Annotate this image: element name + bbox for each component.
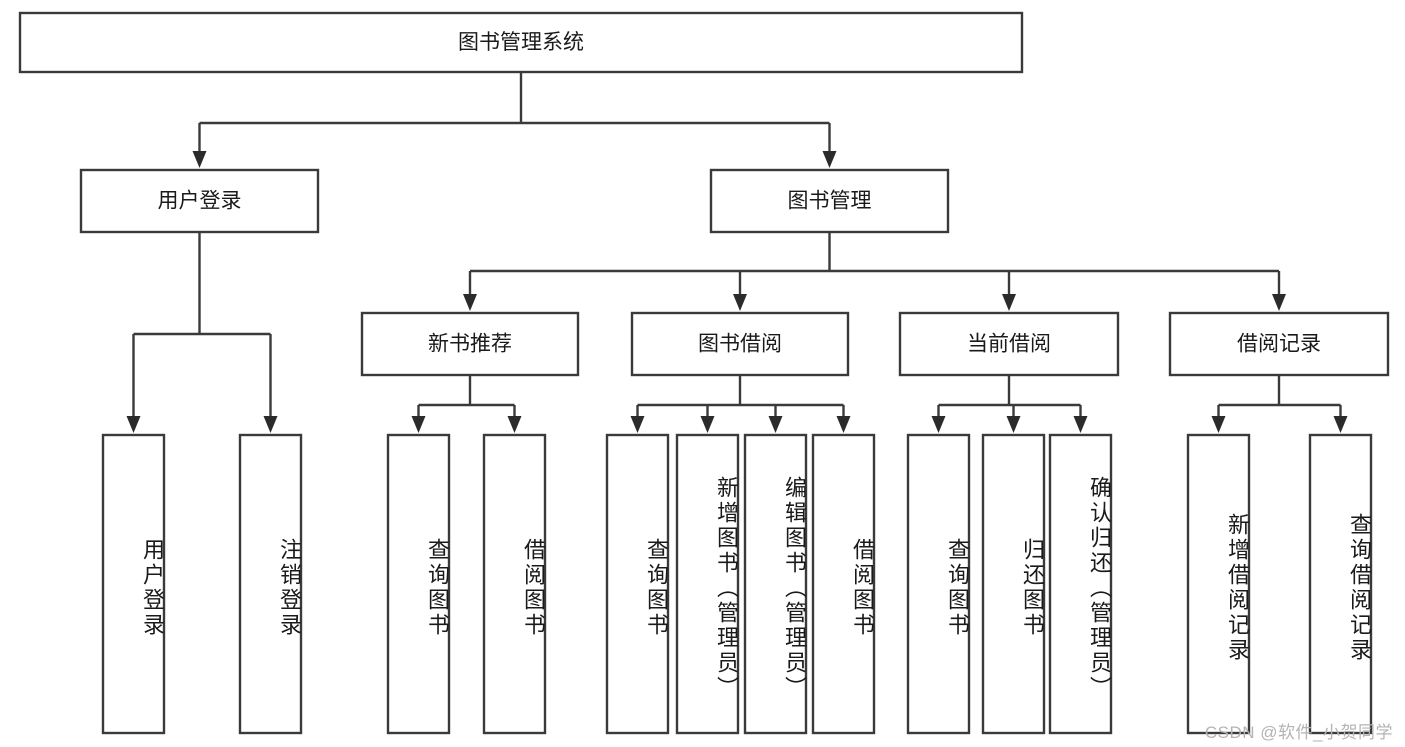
node-current-borrow[interactable] xyxy=(898,311,1120,377)
arrow-head-icon-book-borrow xyxy=(733,294,747,311)
arrow-head-icon-book-manage xyxy=(822,151,837,168)
arrow-head-icon-current-borrow xyxy=(1002,294,1016,311)
node-label-book-borrow: 图书借阅 xyxy=(698,333,782,356)
node-leaf-user-login[interactable] xyxy=(101,433,166,735)
node-leaf-borrow-book-2[interactable] xyxy=(811,433,876,735)
node-label-current-borrow: 当前借阅 xyxy=(967,333,1051,356)
node-label-book-manage: 图书管理 xyxy=(788,190,872,213)
node-borrow-record[interactable] xyxy=(1168,311,1390,377)
arrow-head-icon-leaf-user-logout xyxy=(263,416,278,433)
arrow-head-icon-borrow-record xyxy=(1272,294,1286,311)
node-label-borrow-record: 借阅记录 xyxy=(1237,333,1321,356)
node-label-root: 图书管理系统 xyxy=(458,31,584,54)
node-book-borrow[interactable] xyxy=(630,311,850,377)
boxes-layer xyxy=(18,11,1390,735)
arrow-head-icon-leaf-borrow-book-2 xyxy=(836,416,851,433)
node-user-login[interactable] xyxy=(79,168,320,234)
arrow-head-icon-leaf-user-login xyxy=(126,416,141,433)
node-leaf-add-record[interactable] xyxy=(1186,433,1251,735)
arrow-head-icon-leaf-return-book xyxy=(1006,416,1021,433)
arrow-head-icon-new-book-recommend xyxy=(463,294,477,311)
node-leaf-user-logout[interactable] xyxy=(238,433,303,735)
arrow-head-icon-leaf-confirm-return xyxy=(1073,416,1088,433)
connectors-layer xyxy=(126,72,1348,433)
arrow-head-icon-leaf-add-book xyxy=(700,416,715,433)
node-root[interactable] xyxy=(18,11,1024,74)
arrow-head-icon-leaf-query-book-1 xyxy=(411,416,426,433)
node-leaf-edit-book[interactable] xyxy=(743,433,808,735)
watermark: CSDN @软件_小贺同学 xyxy=(1204,723,1393,742)
arrow-head-icon-user-login xyxy=(192,151,207,168)
node-leaf-query-book-2[interactable] xyxy=(605,433,670,735)
arrow-head-icon-leaf-borrow-book-1 xyxy=(507,416,522,433)
node-leaf-query-book-1[interactable] xyxy=(386,433,451,735)
node-label-new-book-recommend: 新书推荐 xyxy=(428,333,512,356)
arrow-head-icon-leaf-query-record xyxy=(1333,416,1348,433)
node-label-user-login: 用户登录 xyxy=(158,190,242,213)
node-book-manage[interactable] xyxy=(709,168,950,234)
arrow-head-icon-leaf-query-book-2 xyxy=(630,416,645,433)
arrow-head-icon-leaf-add-record xyxy=(1211,416,1226,433)
node-leaf-confirm-return[interactable] xyxy=(1048,433,1113,735)
arrow-head-icon-leaf-query-book-3 xyxy=(931,416,946,433)
node-leaf-return-book[interactable] xyxy=(981,433,1046,735)
node-leaf-query-record[interactable] xyxy=(1308,433,1373,735)
node-new-book-recommend[interactable] xyxy=(360,311,580,377)
node-leaf-add-book[interactable] xyxy=(675,433,740,735)
node-leaf-query-book-3[interactable] xyxy=(906,433,971,735)
arrow-head-icon-leaf-edit-book xyxy=(768,416,783,433)
node-leaf-borrow-book-1[interactable] xyxy=(482,433,547,735)
